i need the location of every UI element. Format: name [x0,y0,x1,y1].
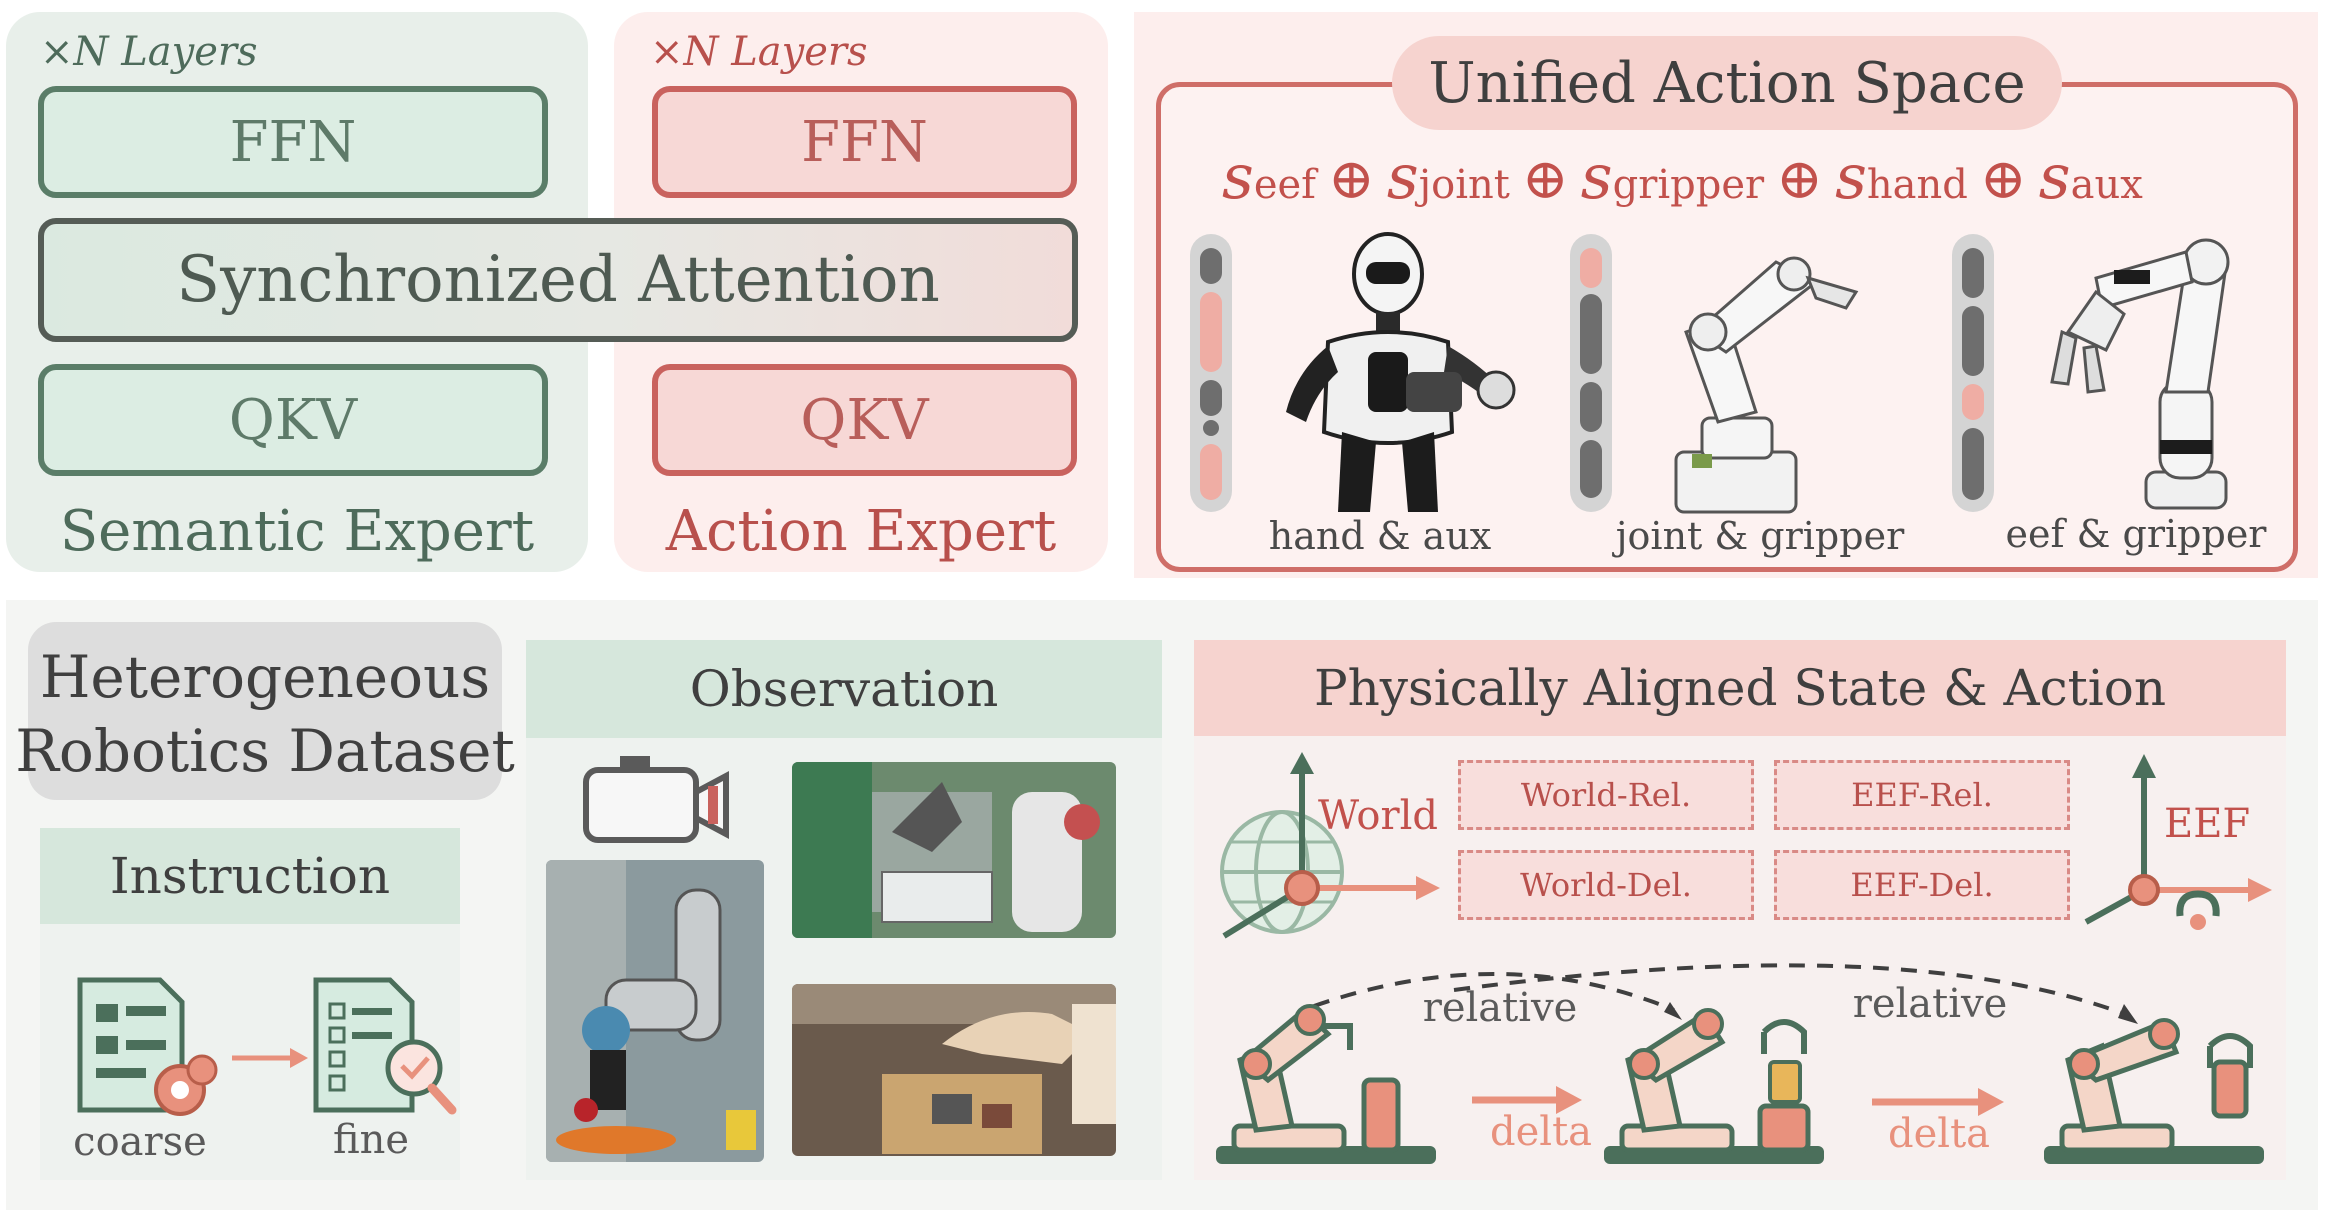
eef-del-box: EEF-Del. [1774,850,2070,920]
eef-del-label: EEF-Del. [1850,866,1994,904]
synchronized-attention-box: Synchronized Attention [38,218,1078,342]
world-rel-label: World-Rel. [1520,776,1692,814]
observation-photo-wooden-arm [792,984,1116,1156]
eef-label: EEF [2164,801,2251,847]
dataset-title-line2: Robotics Dataset [15,717,515,785]
robot-label-eef-gripper: eef & gripper [2005,512,2267,556]
formula-sub-aux: aux [2070,162,2143,208]
coarse-document-icon [77,977,185,1113]
semantic-expert-title: Semantic Expert [59,498,535,564]
action-layers-label: ×N Layers [650,29,868,75]
token-bar-1 [1190,234,1232,512]
observation-header: Observation [526,640,1162,738]
world-frame-illustration [1220,752,1440,939]
robot-label-joint-gripper: joint & gripper [1615,514,1905,558]
delta-label-1: delta [1490,1109,1592,1155]
formula-s-5: s [2038,140,2071,213]
robot-label-hand-aux: hand & aux [1268,514,1492,558]
action-ffn-label: FFN [801,109,928,175]
aligned-header-text: Physically Aligned State & Action [1313,659,2167,717]
humanoid-robot-image [1286,232,1516,512]
formula-sub-hand: hand [1866,162,1968,208]
unified-action-space-title-text: Unified Action Space [1428,50,2026,116]
eef-frame-illustration [2084,754,2272,930]
oplus-icon: ⊕ [1327,147,1375,212]
token-bar-2 [1570,234,1612,512]
instruction-icons [77,977,457,1116]
coarse-label: coarse [73,1119,207,1165]
action-qkv-box: QKV [652,364,1077,476]
token-bar-3 [1952,234,1994,512]
instruction-header: Instruction [40,828,460,924]
relative-label-1: relative [1422,985,1578,1031]
semantic-ffn-box: FFN [38,86,548,198]
gear-icon [154,1054,218,1116]
semantic-layers-label: ×N Layers [40,29,258,75]
unified-robots-illustration [1190,232,2230,514]
relative-label-2: relative [1852,981,2008,1027]
formula-sub-gripper: gripper [1612,162,1765,208]
aligned-header: Physically Aligned State & Action [1194,640,2286,736]
oplus-icon: ⊕ [1979,147,2027,212]
formula-s-1: s [1222,140,1254,213]
fine-label: fine [332,1117,410,1163]
panda-arm-robot-image [2050,238,2230,510]
formula-s-2: s [1386,140,1419,213]
instruction-header-text: Instruction [109,847,391,905]
synchronized-attention-label: Synchronized Attention [176,243,940,317]
oplus-icon: ⊕ [1776,147,1824,212]
robot-arm-3-icon [2044,1018,2264,1164]
magnifier-icon [385,1039,457,1115]
formula-sub-eef: eef [1253,162,1316,208]
observation-photo-humanoid-hand [792,762,1116,938]
world-del-box: World-Del. [1458,850,1754,920]
formula-s-4: s [1835,140,1867,213]
arrow-right-icon [232,1048,308,1068]
camera-icon [583,756,729,843]
robot-arm-2-icon [1604,1008,1824,1164]
delta-label-2: delta [1888,1111,1990,1157]
dataset-title-line1: Heterogeneous [39,643,491,711]
joint-arm-robot-image [1674,256,1859,514]
oplus-icon: ⊕ [1521,147,1569,212]
observation-header-text: Observation [689,660,999,718]
eef-rel-box: EEF-Rel. [1774,760,2070,830]
action-expert-title: Action Expert [665,498,1057,564]
dataset-title-badge [28,622,502,800]
semantic-qkv-box: QKV [38,364,548,476]
robot-arm-1-icon [1216,1004,1436,1164]
formula-sub-joint: joint [1418,162,1510,208]
semantic-ffn-label: FFN [229,109,357,175]
action-ffn-box: FFN [652,86,1077,198]
world-label: World [1318,793,1438,839]
formula-s-3: s [1580,140,1613,213]
action-qkv-label: QKV [800,387,929,453]
semantic-qkv-label: QKV [228,387,358,453]
world-del-label: World-Del. [1520,866,1692,904]
observation-photo-arm-gripper [546,860,764,1162]
world-rel-box: World-Rel. [1458,760,1754,830]
unified-action-space-title: Unified Action Space [1392,36,2062,130]
eef-rel-label: EEF-Rel. [1851,776,1993,814]
arm-sequence-illustration [1216,963,2264,1164]
